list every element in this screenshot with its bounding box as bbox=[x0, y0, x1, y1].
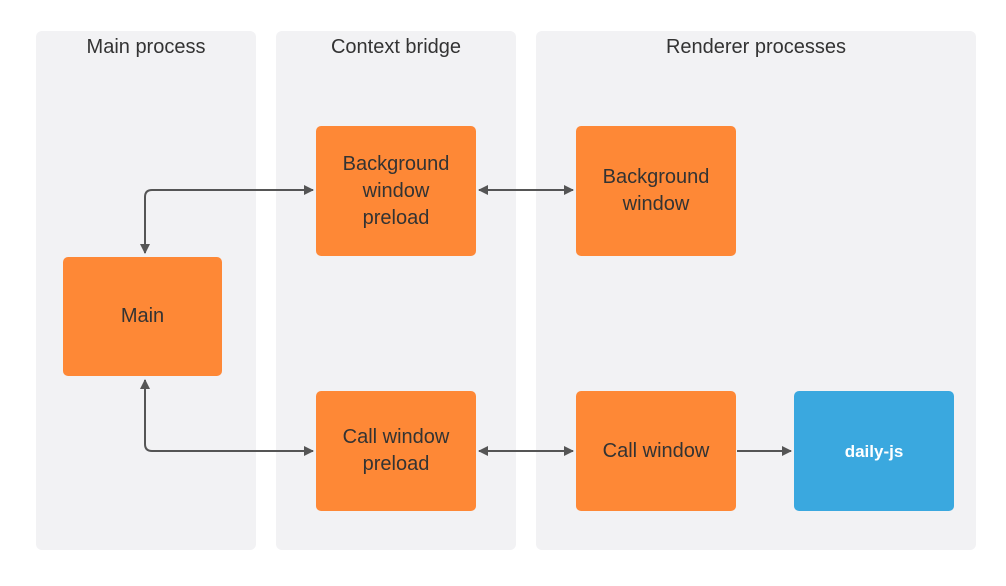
context-bridge-lane-title: Context bridge bbox=[330, 36, 462, 58]
daily-js-node: daily-js bbox=[794, 391, 954, 511]
call-window-node: Call window bbox=[576, 391, 736, 511]
daily-js-label: daily-js bbox=[844, 441, 904, 461]
background-window-node: Background window bbox=[576, 126, 736, 256]
arrow-main-to-bg-preload bbox=[140, 185, 314, 254]
main-process-lane-title: Main process bbox=[86, 36, 206, 58]
arrow-main-to-call-preload bbox=[140, 379, 314, 456]
background-window-label: Background window bbox=[602, 166, 710, 215]
main-node-label: Main bbox=[120, 305, 165, 327]
call-window-preload-node: Call window preload bbox=[316, 391, 476, 511]
renderer-processes-lane-title: Renderer processes bbox=[665, 36, 847, 58]
call-window-preload-label: Call window preload bbox=[342, 426, 450, 475]
main-node: Main bbox=[63, 257, 222, 376]
background-window-preload-label: Background window preload bbox=[342, 152, 450, 229]
background-window-preload-node: Background window preload bbox=[316, 126, 476, 256]
call-window-label: Call window bbox=[602, 439, 710, 462]
